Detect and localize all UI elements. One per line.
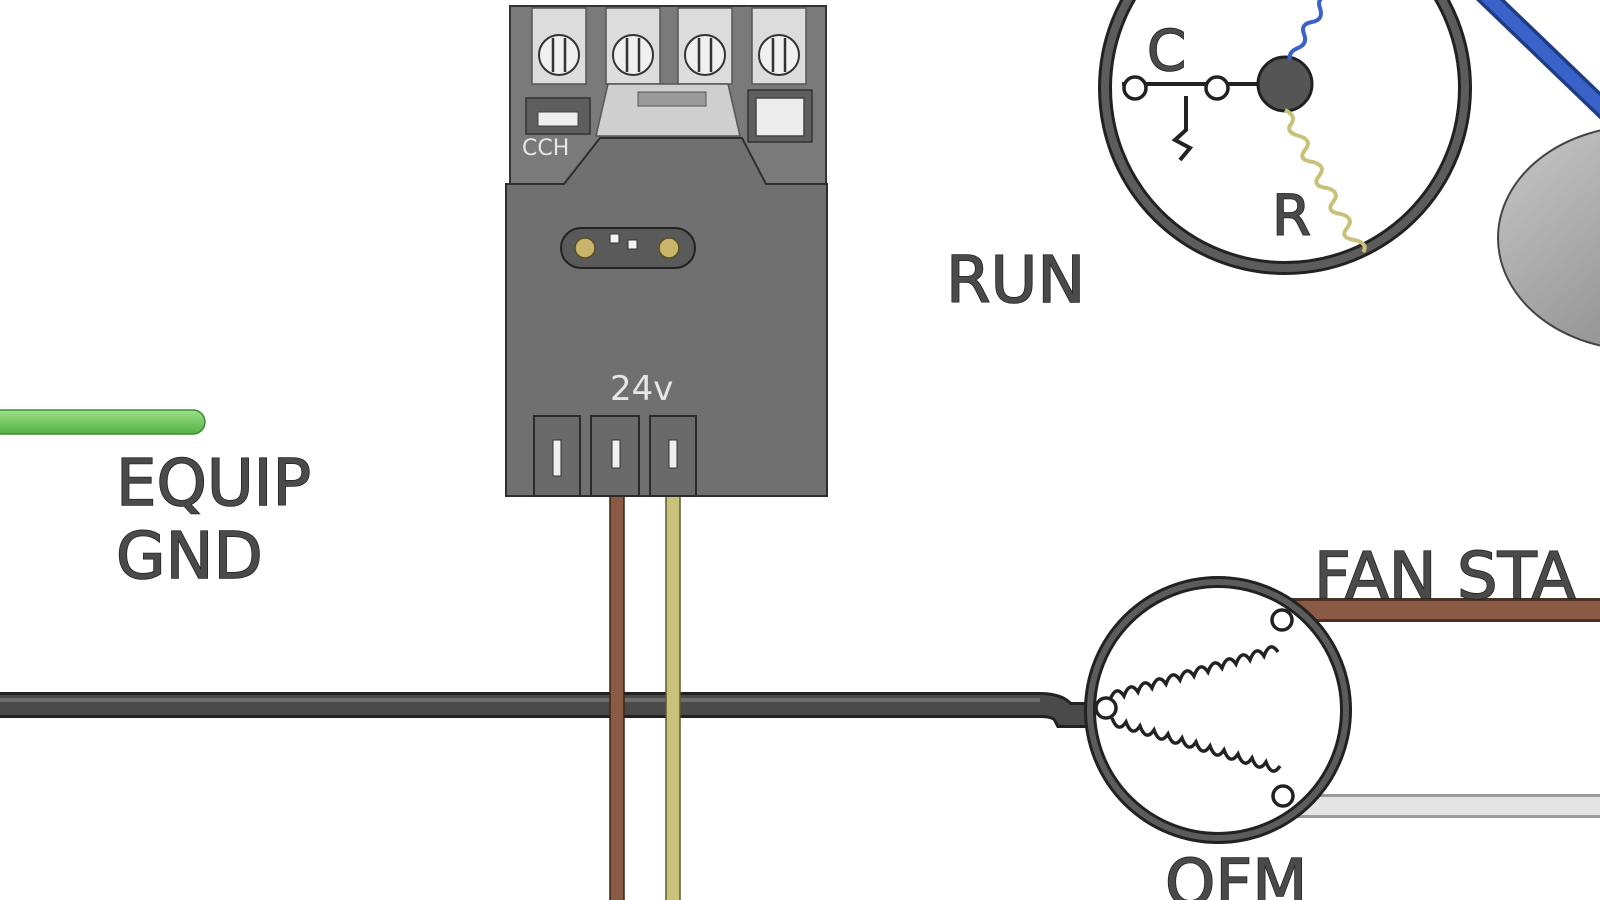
contactor: CCH 24v xyxy=(505,5,828,497)
run-label: RUN xyxy=(946,244,1085,318)
compressor-symbol: C R xyxy=(1098,0,1472,275)
capacitor xyxy=(1497,129,1600,347)
brown-24v-wire xyxy=(609,439,625,900)
yellow-24v-wire xyxy=(665,439,681,900)
blue-wire xyxy=(1475,0,1600,120)
contactor-terminals xyxy=(531,7,807,85)
ofm-label: OFM xyxy=(1165,847,1307,900)
common-terminal-label: C xyxy=(1147,19,1186,84)
cch-label: CCH xyxy=(522,136,569,161)
fan-white-wire xyxy=(1275,788,1600,818)
gnd-label: GND xyxy=(116,520,263,594)
common-wire xyxy=(0,692,1113,728)
run-terminal-label: R xyxy=(1272,184,1311,249)
voltage-label: 24v xyxy=(610,369,673,409)
equip-label: EQUIP xyxy=(116,447,311,521)
outdoor-fan-motor-symbol xyxy=(1084,576,1352,844)
equip-ground-wire xyxy=(0,409,206,435)
fan-sta-label: FAN STA xyxy=(1314,540,1576,614)
